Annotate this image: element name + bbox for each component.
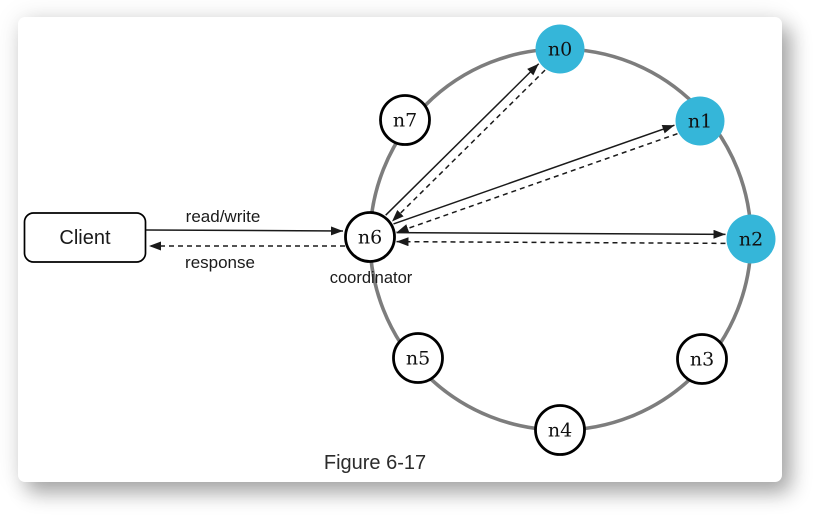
client-group: Client read/write response <box>23 207 345 272</box>
node-label-n3: n3 <box>690 349 714 371</box>
node-label-n7: n7 <box>393 110 417 132</box>
node-n1: n1 <box>675 96 725 146</box>
node-circle-n5 <box>392 332 444 384</box>
node-label-n6: n6 <box>358 227 382 249</box>
node-n3: n3 <box>676 333 728 385</box>
replication-response-arrow-n2 <box>396 237 726 247</box>
replication-request-arrow-n2 <box>396 229 726 239</box>
request-arrow-label: read/write <box>186 207 261 226</box>
node-label-n5: n5 <box>406 348 430 370</box>
response-arrow-label: response <box>185 253 255 272</box>
node-circle-n3 <box>676 333 728 385</box>
node-n7: n7 <box>379 94 431 146</box>
node-n0: n0 <box>535 24 585 74</box>
ring-nodes: n0 n1 n2 n3 n4 n5 n6 n7 <box>344 24 776 456</box>
node-circle-n2 <box>726 214 776 264</box>
node-n4: n4 <box>534 404 586 456</box>
coordinator-annotation: coordinator <box>330 269 413 287</box>
client-box <box>23 212 147 263</box>
node-circle-n1 <box>675 96 725 146</box>
replication-response-arrow-n0 <box>391 69 546 223</box>
node-circle-n0 <box>535 24 585 74</box>
node-n2: n2 <box>726 214 776 264</box>
node-label-n1: n1 <box>688 111 712 133</box>
replication-response-arrow-n1 <box>396 132 678 234</box>
node-label-n0: n0 <box>548 39 572 61</box>
client-box-label: Client <box>59 227 111 249</box>
node-circle-n4 <box>534 404 586 456</box>
node-label-n2: n2 <box>739 229 763 251</box>
replication-links <box>385 63 726 247</box>
client-request-arrow <box>145 226 344 236</box>
replication-request-arrow-n0 <box>385 63 540 216</box>
node-circle-n6 <box>344 211 396 263</box>
replication-request-arrow-n1 <box>393 124 675 225</box>
node-circle-n7 <box>379 94 431 146</box>
node-label-n4: n4 <box>548 420 572 442</box>
figure-caption: Figure 6-17 <box>324 452 426 474</box>
node-n6: n6 <box>344 211 396 263</box>
node-n5: n5 <box>392 332 444 384</box>
